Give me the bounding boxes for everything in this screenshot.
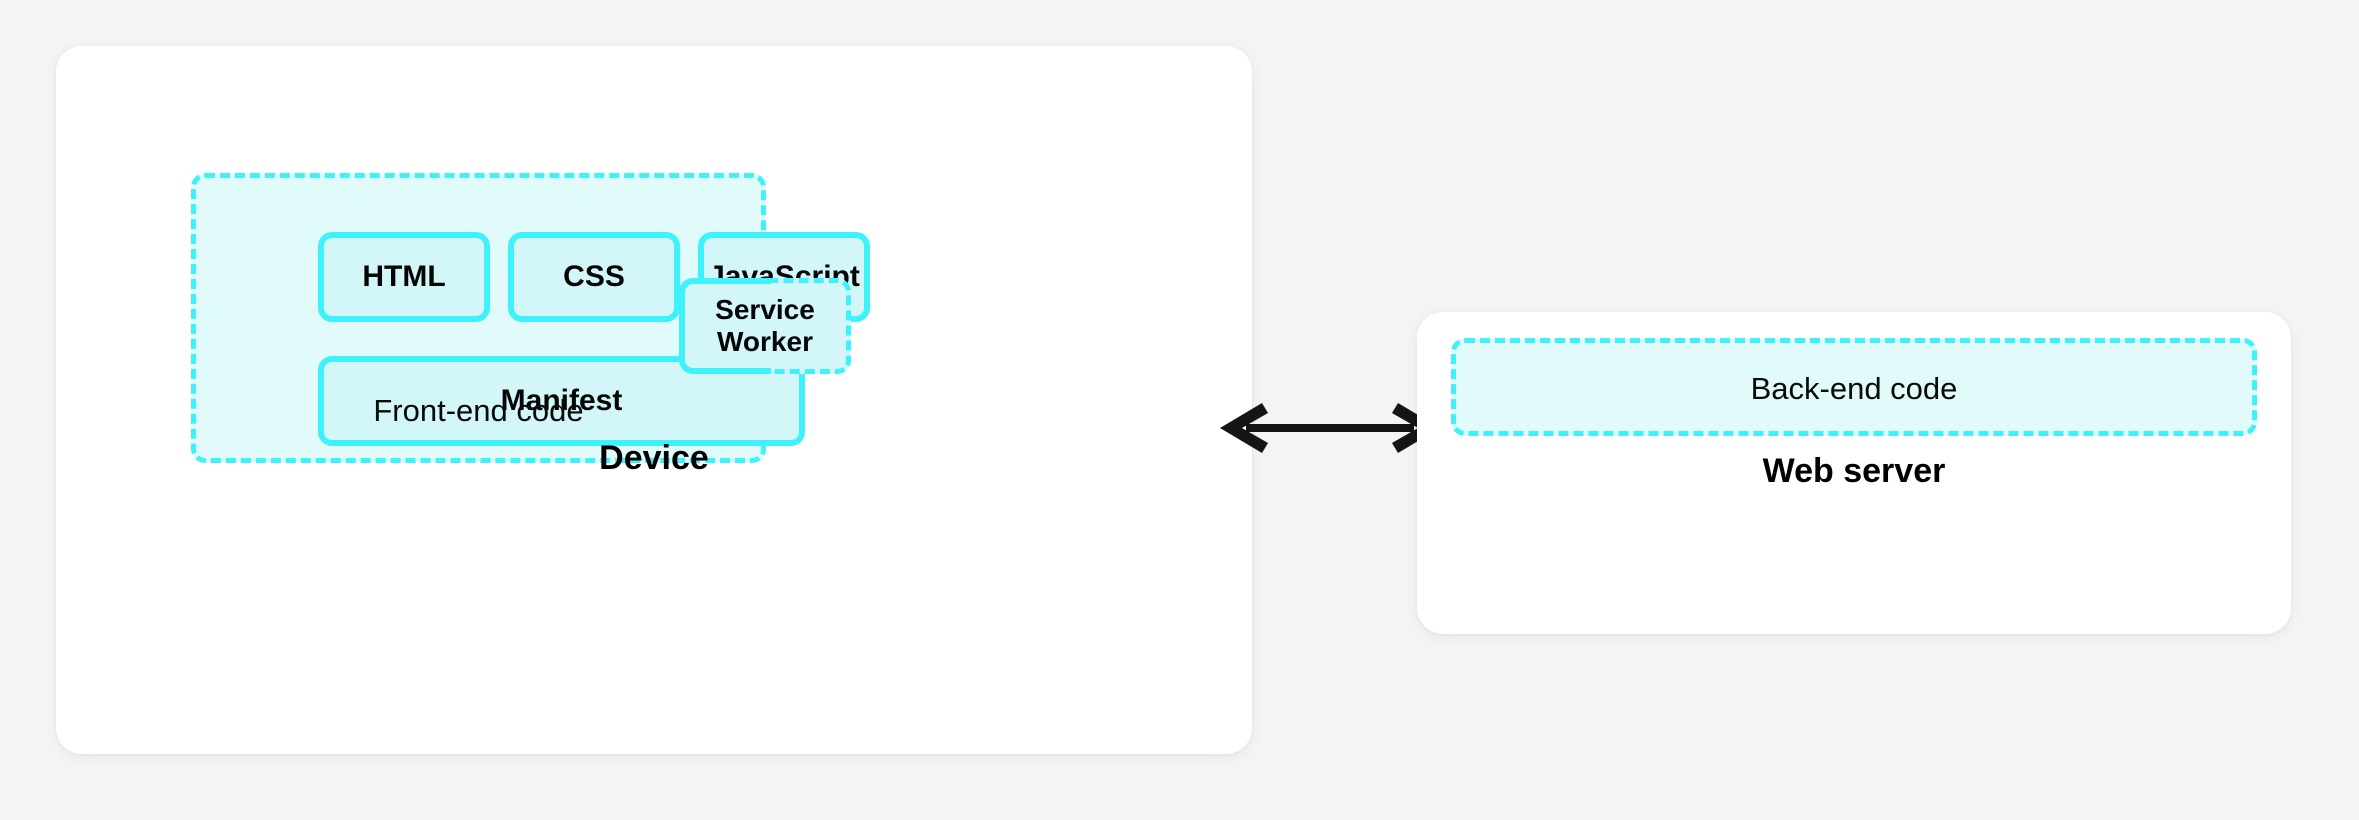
block-manifest-label: Manifest	[500, 384, 623, 418]
device-caption: Device	[599, 439, 709, 477]
block-service-worker-line2: Worker	[717, 326, 813, 357]
block-html-label: HTML	[362, 260, 446, 294]
backend-code-region: Back-end code	[1451, 338, 2257, 436]
block-css[interactable]: CSS	[508, 232, 680, 322]
block-css-label: CSS	[563, 260, 625, 294]
web-server-caption: Web server	[1762, 452, 1946, 490]
frontend-code-caption: Front-end code	[373, 393, 584, 428]
bidirectional-arrow-icon	[1220, 403, 1440, 453]
block-service-worker-line1: Service	[715, 293, 815, 325]
block-service-worker[interactable]: Service Worker	[679, 278, 851, 374]
device-card: HTML CSS JavaScript Manifest Front-end c…	[56, 46, 1252, 754]
backend-code-caption: Back-end code	[1750, 371, 1958, 406]
block-html[interactable]: HTML	[318, 232, 490, 322]
block-service-worker-label: Service Worker	[715, 294, 815, 359]
web-server-card: Back-end code Web server	[1417, 312, 2291, 634]
